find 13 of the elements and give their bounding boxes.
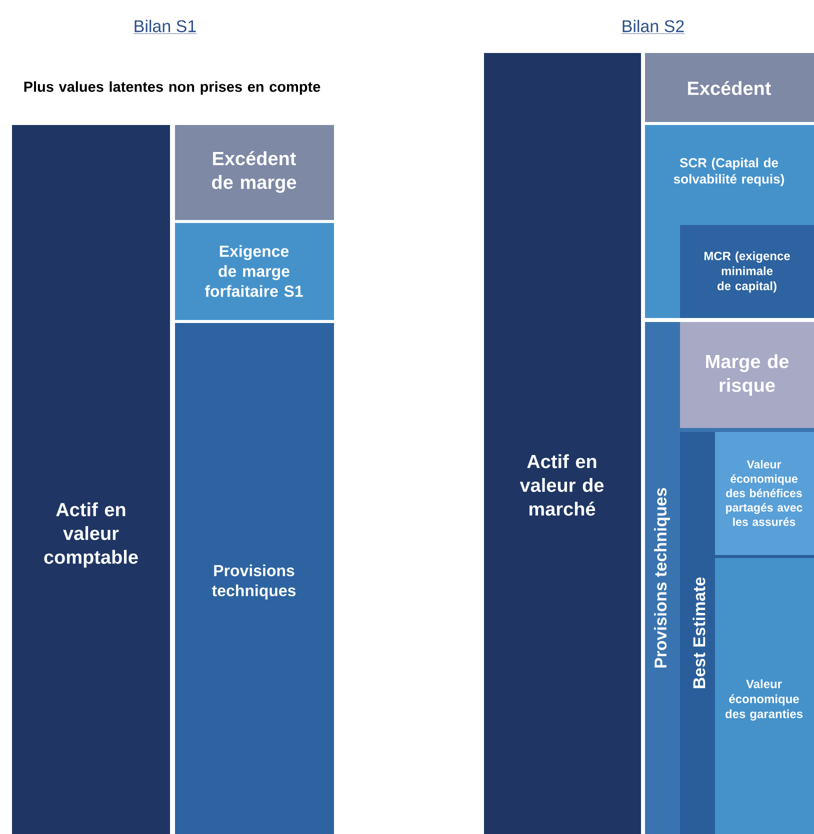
block: Excédent de marge <box>175 125 334 220</box>
block: MCR (exigence minimale de capital) <box>680 225 814 318</box>
heading: Bilan S1 <box>133 20 197 34</box>
block: Actif en valeur de marché <box>484 53 641 834</box>
note: Plus values latentes non prises en compte <box>24 81 320 95</box>
block: Exigence de marge forfaitaire S1 <box>175 223 334 320</box>
block: Provisions techniques <box>175 323 334 834</box>
block: Marge de risque <box>680 322 814 428</box>
block: Valeur économique des bénéfices partagés avec les assurés <box>715 432 814 555</box>
block: Valeur économique des garanties <box>715 558 814 834</box>
block: Actif en valeur comptable <box>12 125 170 834</box>
block: Excédent <box>645 53 814 122</box>
heading: Bilan S2 <box>621 20 685 34</box>
